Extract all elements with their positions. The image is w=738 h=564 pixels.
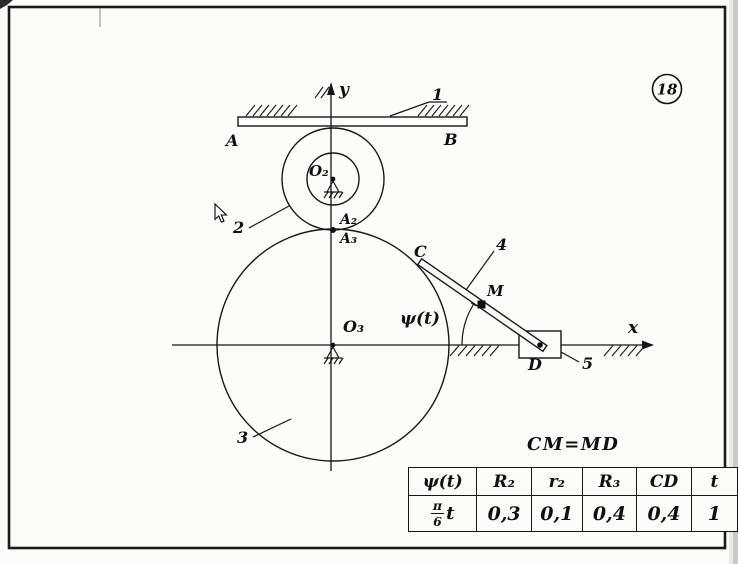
slider-number-label: 5 xyxy=(582,354,593,373)
point-a3-label: A₃ xyxy=(338,231,357,247)
point-b-label: B xyxy=(443,130,458,149)
drawing-frame xyxy=(7,5,727,550)
rod-number-label: 4 xyxy=(496,235,507,254)
point-c-label: C xyxy=(414,242,427,261)
problem-number-badge: 18 xyxy=(651,73,683,105)
point-o2-label: O₂ xyxy=(309,162,329,180)
rack xyxy=(237,101,470,127)
point-o3-label: O₃ xyxy=(343,317,364,336)
gear3-leader-line xyxy=(252,418,292,438)
guide-hatch-right xyxy=(603,345,646,357)
value-r3-big: 0,4 xyxy=(581,495,638,532)
gear3-number-label: 3 xyxy=(237,428,248,447)
value-t: 1 xyxy=(690,495,738,532)
point-d-dot xyxy=(537,342,543,348)
fraction-numerator: π xyxy=(430,497,445,514)
y-axis xyxy=(314,82,335,471)
rack-hatch-right xyxy=(417,104,470,117)
mouse-cursor-icon xyxy=(214,202,228,223)
point-m-label: M xyxy=(486,282,504,300)
x-axis-label: x xyxy=(627,318,639,338)
angle-psi-label: ψ(t) xyxy=(400,309,440,329)
slider-leader-line xyxy=(560,351,580,363)
value-r2-small: 0,1 xyxy=(530,495,583,532)
angle-psi-arc xyxy=(461,298,478,346)
y-axis-label: y xyxy=(338,80,350,100)
gear2-number-label: 2 xyxy=(232,218,244,237)
point-a-label: A xyxy=(224,131,238,150)
header-cd: CD xyxy=(636,467,692,496)
point-d-label: D xyxy=(527,355,542,374)
point-m-marker xyxy=(477,300,486,309)
gear-2 xyxy=(248,127,385,233)
contact-point-dot xyxy=(330,227,336,233)
pivot-o3 xyxy=(323,342,344,365)
header-r2-big: R₂ xyxy=(476,467,532,496)
x-axis xyxy=(172,340,654,357)
gear2-leader-line xyxy=(248,205,290,229)
guide-hatch-left xyxy=(449,345,500,357)
relation-cm-md: CM=MD xyxy=(527,434,619,455)
table-header-row: ψ(t) R₂ r₂ R₃ CD t xyxy=(407,467,738,496)
rack-number-label: 1 xyxy=(432,85,443,104)
rack-leader-line xyxy=(389,101,447,117)
rack-hatch-left xyxy=(245,104,298,117)
fraction-multiplier: t xyxy=(446,503,455,524)
problem-number: 18 xyxy=(657,81,678,99)
header-r2-small: r₂ xyxy=(530,467,583,496)
rod-cd xyxy=(416,250,548,353)
value-cd: 0,4 xyxy=(636,495,692,532)
point-a2-label: A₂ xyxy=(338,212,357,228)
fraction-denominator: 6 xyxy=(433,514,442,529)
header-r3-big: R₃ xyxy=(581,467,638,496)
header-t: t xyxy=(690,467,738,496)
value-r2-big: 0,3 xyxy=(476,495,532,532)
rod-leader-line xyxy=(465,250,495,291)
pivot-o2 xyxy=(323,176,344,199)
header-psi: ψ(t) xyxy=(407,467,478,496)
